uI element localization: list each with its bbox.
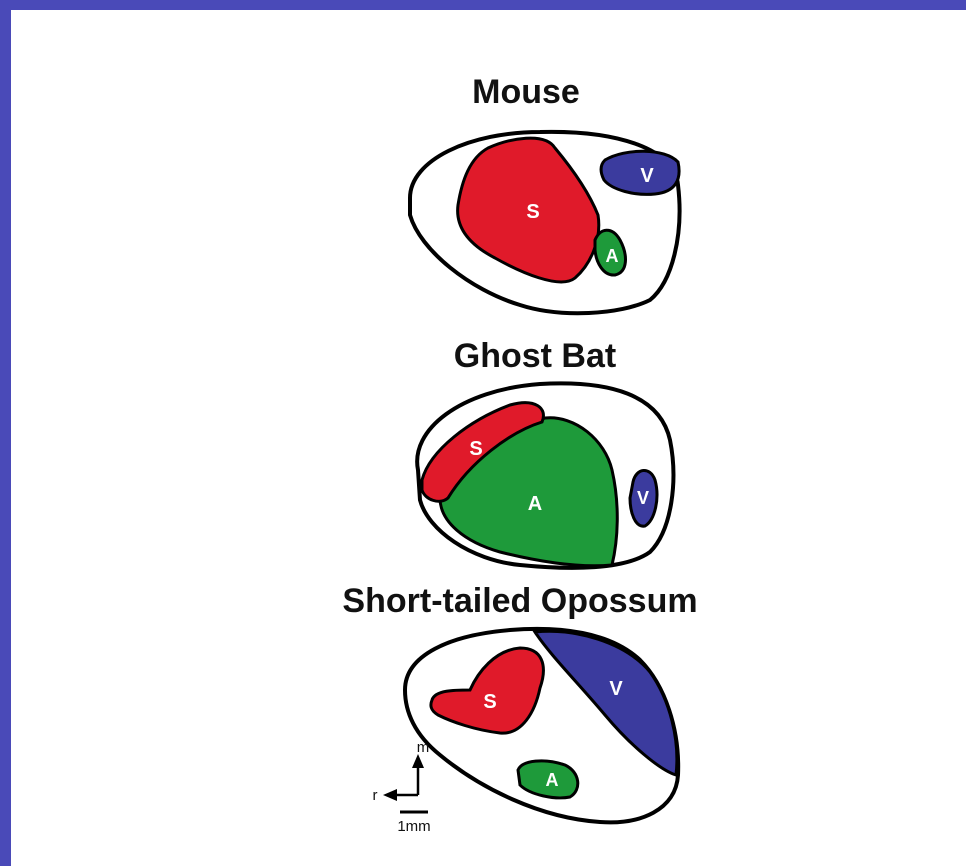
ghost-bat-v-label: V <box>637 488 649 508</box>
mouse-brain: S V A <box>410 132 680 313</box>
opossum-a-label: A <box>546 770 559 790</box>
rostral-label: r <box>373 787 378 804</box>
ghost-bat-s-label: S <box>469 438 482 460</box>
rostral-arrow-head <box>383 789 397 801</box>
scale-label: 1mm <box>397 818 430 835</box>
medial-label: m <box>417 739 430 756</box>
medial-arrow-head <box>412 754 424 768</box>
ghost-bat-a-label: A <box>528 493 542 515</box>
mouse-a-label: A <box>606 246 619 266</box>
mouse-v-label: V <box>640 165 654 187</box>
ghost-bat-brain: S A V <box>417 383 673 567</box>
opossum-s-label: S <box>483 691 496 713</box>
opossum-v-label: V <box>609 678 623 700</box>
orientation-indicator: m r 1mm <box>373 739 431 835</box>
opossum-brain: S V A <box>405 629 678 822</box>
mouse-s-label: S <box>526 201 539 223</box>
